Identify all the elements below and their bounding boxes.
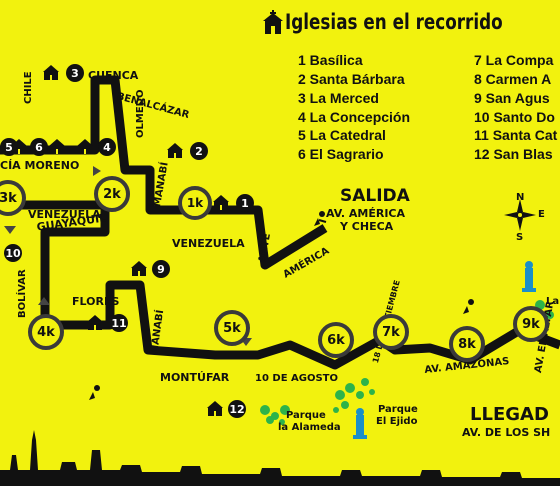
finish-title: LLEGAD [470,404,549,425]
park-alameda-line2: la Alameda [278,422,341,433]
fountain-icon [353,408,367,439]
legend-church-8: 8 Carmen A [474,71,552,87]
street-label-montufar: MONTÚFAR [160,371,230,384]
legend-church-3: 3 La Merced [298,90,379,106]
church-icon [131,261,147,276]
km-marker-6: 6k [318,322,354,358]
compass-rose-icon [504,199,536,231]
church-icon [11,139,27,154]
park-ejido-line1: Parque [378,404,418,415]
tree-icon [260,405,290,425]
runner-icon [89,385,100,400]
church-number-12: 12 [228,400,246,418]
fountain-icon [522,261,536,292]
church-icon [167,143,183,158]
km-marker-1: 1k [178,186,212,220]
city-skyline [0,430,560,486]
church-number-11: 11 [110,314,128,332]
legend-church-12: 12 San Blas [474,146,553,162]
legend-title: Iglesias en el recorrido [285,10,503,34]
church-icon [207,401,223,416]
start-line1: AV. AMÉRICA [326,207,405,220]
church-number-1: 1 [236,194,254,212]
street-label-cuenca: CUENCA [88,69,139,82]
church-icon [43,65,59,80]
runner-icon [314,211,327,226]
compass-south: S [516,232,524,243]
legend-church-6: 6 El Sagrario [298,146,384,162]
km-marker-8: 8k [449,326,485,362]
street-label-garcia-moreno: CÍA MORENO [0,159,80,172]
runner-icon [463,299,474,314]
legend-church-10: 10 Santo Do [474,109,555,125]
legend-church-11: 11 Santa Cat [474,127,558,143]
church-number-9: 9 [152,260,170,278]
tree-icon [333,378,375,413]
legend-church-5: 5 La Catedral [298,127,386,143]
legend-church-7: 7 La Compa [474,52,554,68]
church-icon [263,10,283,34]
km-marker-3: 3k [0,180,26,216]
route-arrow [38,297,50,305]
church-number-4: 4 [98,138,116,156]
street-label-venezuela-left: VENEZUELA [28,208,101,221]
km-marker-5: 5k [214,310,250,346]
km-marker-2: 2k [94,176,130,212]
compass-north: N [516,192,525,203]
park-ejido-line2: El Ejido [376,416,418,427]
street-label-venezuela-right: VENEZUELA [172,237,245,250]
route-arrow [4,226,16,234]
legend-church-2: 2 Santa Bárbara [298,71,405,87]
km-marker-4: 4k [28,314,64,350]
km-marker-9: 9k [513,306,549,342]
church-number-10: 10 [4,244,22,262]
legend-church-9: 9 San Agus [474,90,550,106]
church-number-6: 6 [30,138,48,156]
street-label-10-de-agosto: 10 DE AGOSTO [255,373,338,384]
legend-church-4: 4 La Concepción [298,109,411,125]
finish-line1: AV. DE LOS SH [462,426,551,439]
street-label-chile: CHILE [23,71,34,104]
street-label-bolivar: BOLÍVAR [17,269,28,318]
church-number-2: 2 [190,142,208,160]
race-route-line [0,75,560,370]
km-marker-7: 7k [373,314,409,350]
start-line2: Y CHECA [340,220,394,233]
start-title: SALIDA [340,186,410,206]
park-alameda-line1: Parque [286,410,326,421]
church-icon [87,315,103,330]
church-number-3: 3 [66,64,84,82]
church-icon [213,195,229,210]
compass-east: E [538,209,545,220]
legend-church-1: 1 Basílica [298,52,363,68]
street-label-olmedo: OLMEDO [135,89,146,138]
street-label-flores: FLORES [72,295,120,308]
church-icon [77,139,93,154]
church-icon [49,139,65,154]
route-arrow [93,166,101,176]
park-right-label: La [546,296,560,307]
